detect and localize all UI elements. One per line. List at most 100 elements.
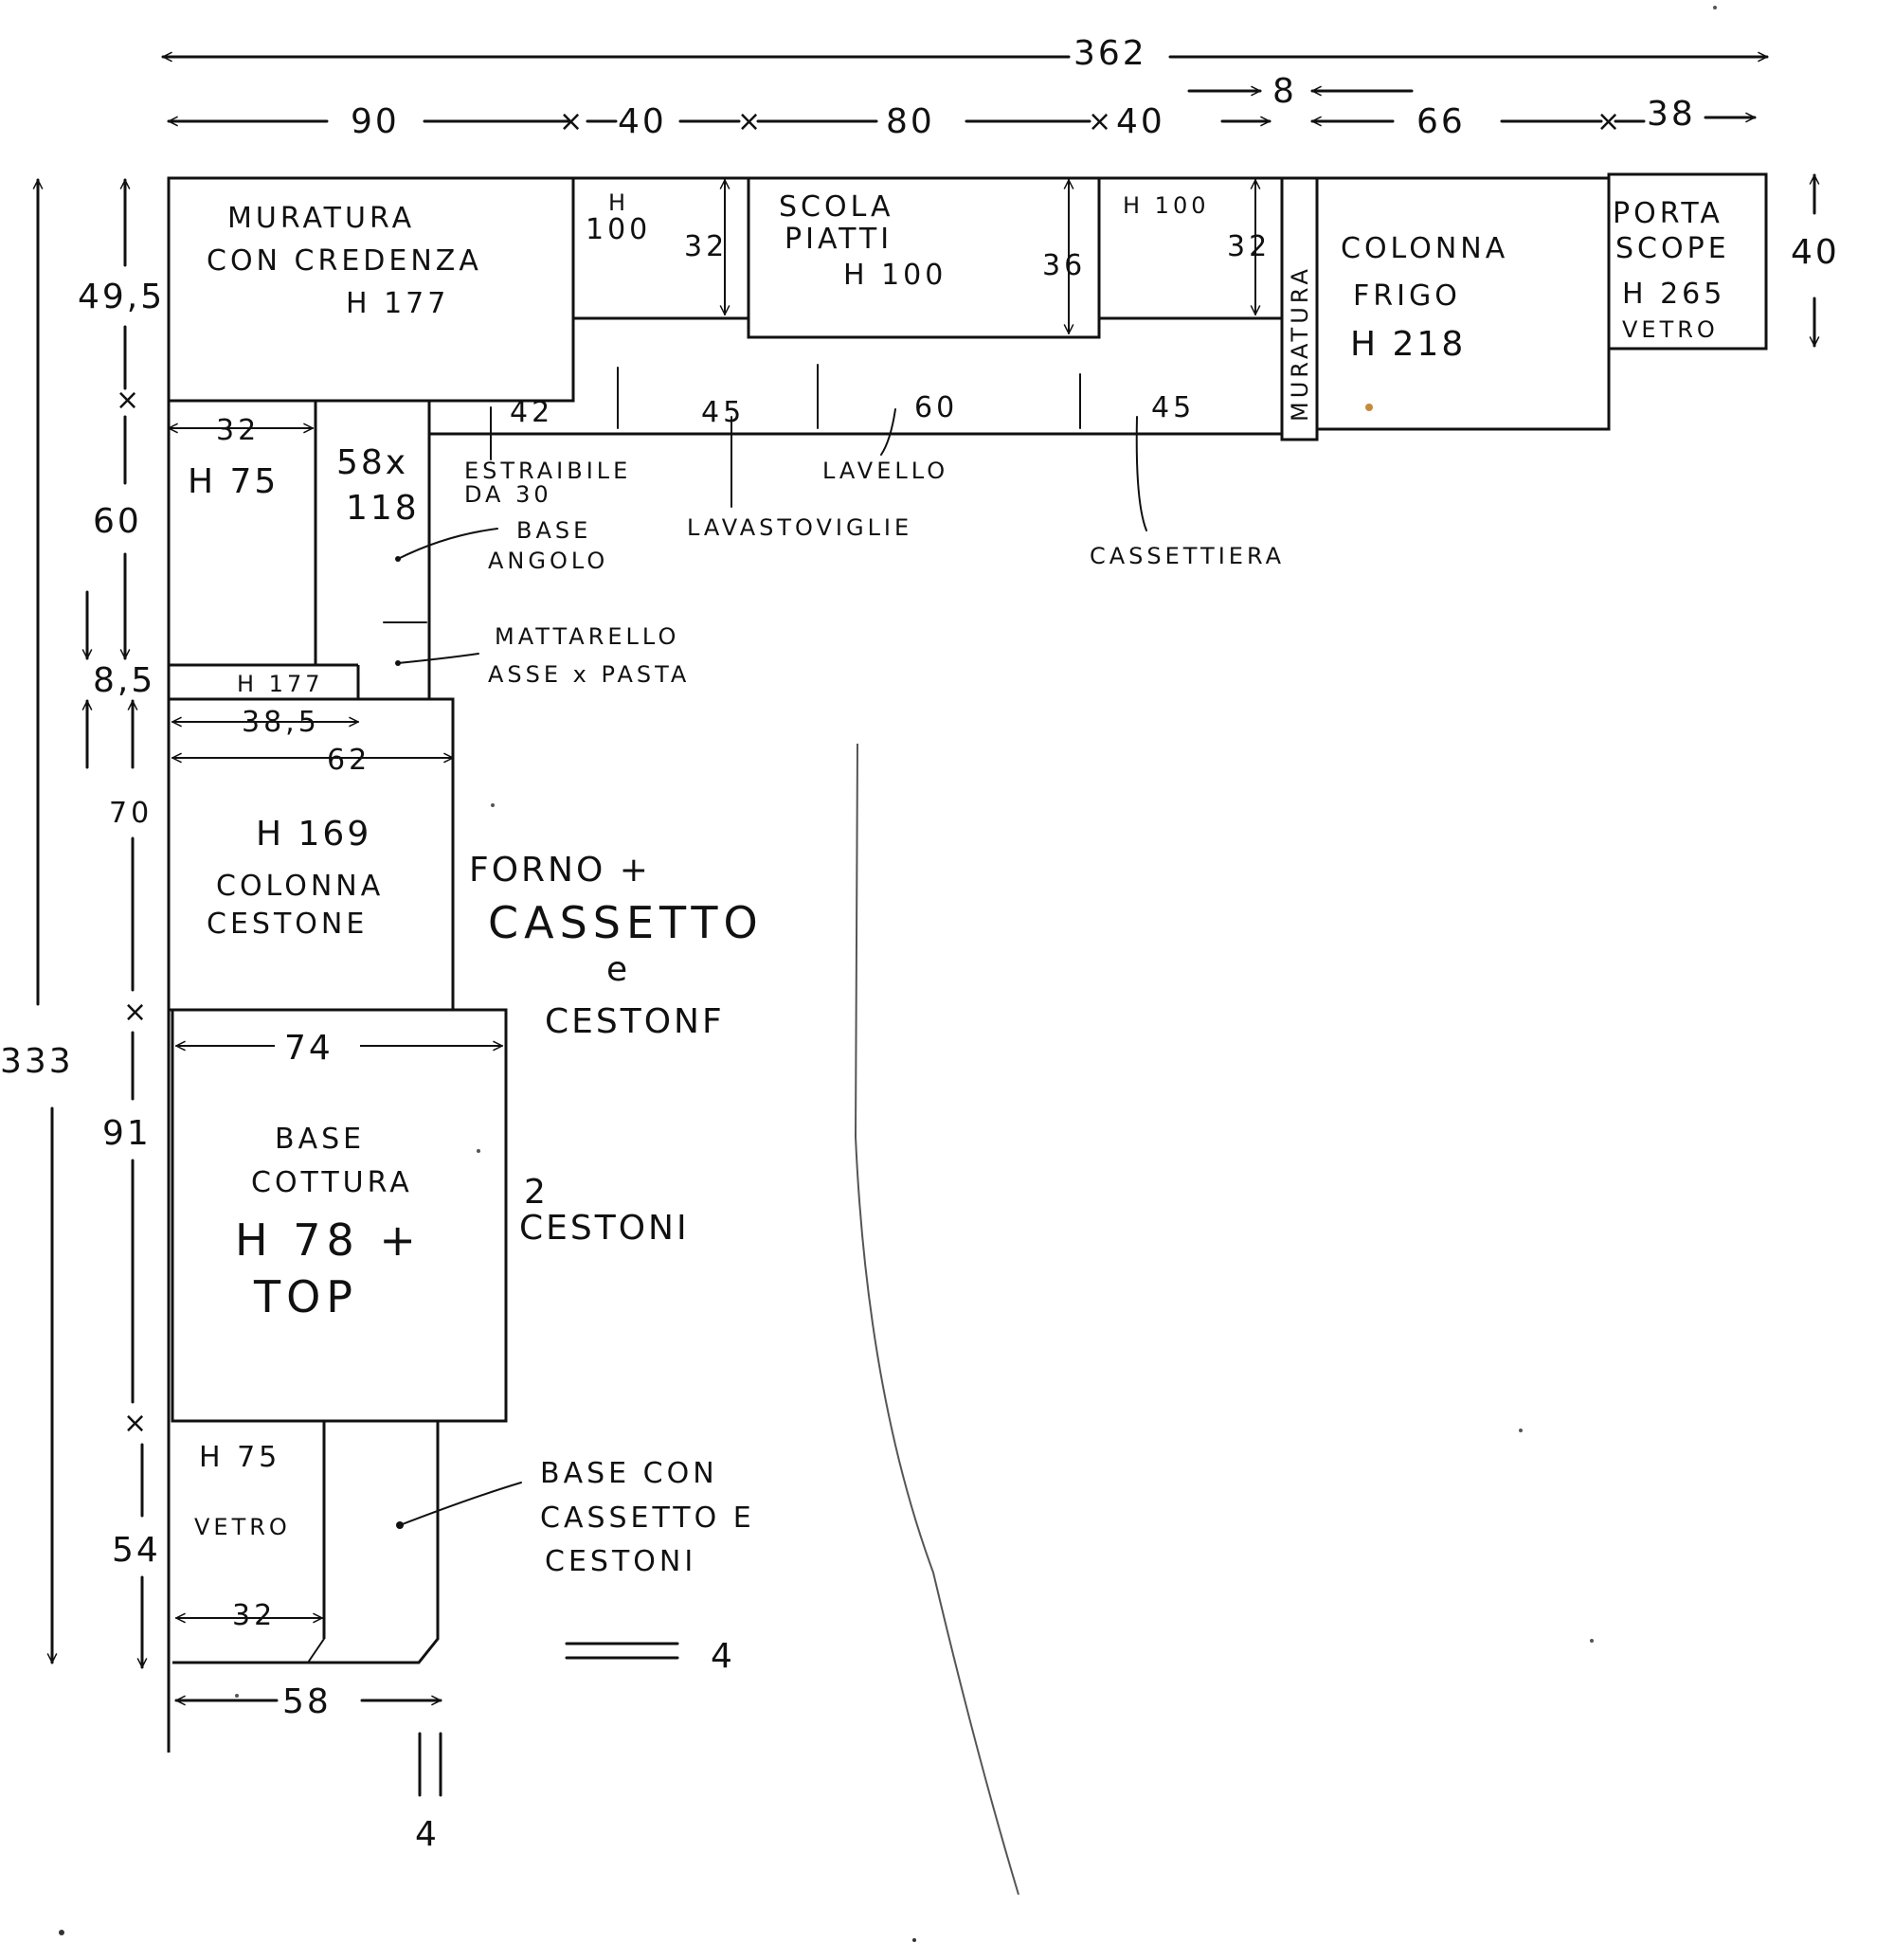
callouts: ESTRAIBILE DA 30 LAVASTOVIGLIE LAVELLO C… bbox=[383, 406, 1285, 1854]
base-w-45a: 45 bbox=[701, 396, 745, 429]
frigo-line2: FRIGO bbox=[1353, 279, 1461, 313]
speckle-3 bbox=[477, 1149, 480, 1153]
scola-depth: 36 bbox=[1042, 249, 1086, 282]
cottura-line1: BASE bbox=[275, 1123, 365, 1156]
base-w-42: 42 bbox=[510, 396, 553, 429]
muratura-vertical-label: MURATURA bbox=[1287, 265, 1313, 422]
label-mattarello-1: MATTARELLO bbox=[495, 623, 679, 650]
left-upper-w32: 32 bbox=[216, 414, 260, 447]
left-upper-size2: 118 bbox=[346, 489, 420, 528]
tick-left-2: × bbox=[123, 996, 151, 1029]
speckle-1 bbox=[1365, 404, 1373, 411]
speckle-6 bbox=[235, 1694, 239, 1698]
pensile-a-100: 100 bbox=[586, 213, 651, 246]
unit-base-cottura bbox=[171, 1008, 508, 1423]
pensile-b-depth: 32 bbox=[1227, 230, 1271, 263]
label-estraibile-2: DA 30 bbox=[464, 481, 552, 508]
bottom-notch bbox=[307, 1638, 325, 1663]
left-run: 32 H 75 58x 118 H 177 38,5 62 H 169 COLO… bbox=[167, 399, 508, 1753]
dim-362: 362 bbox=[1073, 34, 1147, 73]
speckle-8 bbox=[912, 1938, 916, 1942]
dim-80: 80 bbox=[886, 102, 935, 141]
scola-line2: PIATTI bbox=[785, 223, 893, 256]
dim-40-depth: 40 bbox=[1791, 233, 1840, 272]
label-forno-1: FORNO + bbox=[469, 851, 651, 890]
cottura-line2: COTTURA bbox=[251, 1166, 413, 1199]
bottom-w32: 32 bbox=[232, 1599, 276, 1632]
label-gap-right: 4 bbox=[711, 1637, 735, 1676]
top-dimensions: 362 90 × 40 × 80 × 40 8 66 × 38 bbox=[161, 34, 1769, 141]
label-estraibile-1: ESTRAIBILE bbox=[464, 458, 631, 484]
paper-fold-line bbox=[854, 743, 1019, 1896]
oven-w62: 62 bbox=[327, 744, 370, 777]
label-base-angolo-1: BASE bbox=[516, 517, 591, 544]
dim-60: 60 bbox=[93, 502, 142, 541]
cottura-w74: 74 bbox=[284, 1029, 334, 1068]
label-cassettiera: CASSETTIERA bbox=[1090, 543, 1285, 569]
label-base-cestoni-3: CESTONI bbox=[545, 1545, 696, 1578]
label-lavastoviglie: LAVASTOVIGLIE bbox=[687, 514, 912, 541]
cottura-line3: H 78 + bbox=[235, 1214, 422, 1266]
speckle-5 bbox=[1590, 1639, 1594, 1643]
tick-left-1: × bbox=[116, 384, 143, 417]
h177-small: H 177 bbox=[237, 671, 323, 697]
oven-line2: COLONNA bbox=[216, 870, 384, 903]
dim-40b: 40 bbox=[1116, 102, 1165, 141]
dim-38: 38 bbox=[1647, 95, 1696, 134]
label-gap-bottom: 4 bbox=[415, 1815, 440, 1854]
label-lavello: LAVELLO bbox=[822, 458, 948, 484]
tick-1: × bbox=[559, 105, 586, 138]
leader-lavello bbox=[880, 408, 896, 456]
scope-line2: SCOPE bbox=[1615, 232, 1730, 265]
cottura-w74-bg bbox=[275, 1025, 360, 1063]
tick-left-3: × bbox=[123, 1407, 151, 1440]
dim-90: 90 bbox=[351, 102, 400, 141]
label-cestoni-1: 2 bbox=[524, 1173, 549, 1212]
dim-49-5: 49,5 bbox=[78, 278, 165, 316]
frigo-line1: COLONNA bbox=[1341, 232, 1508, 265]
speckle-7 bbox=[59, 1930, 64, 1935]
label-forno-3: e bbox=[606, 950, 630, 989]
speckle-9 bbox=[1713, 6, 1717, 9]
scola-line3: H 100 bbox=[843, 259, 947, 292]
right-depth-dimension: 40 bbox=[1791, 173, 1840, 348]
dim-8-5: 8,5 bbox=[93, 661, 155, 700]
dim-54: 54 bbox=[112, 1531, 161, 1570]
left-dimensions: 333 49,5 × 60 8,5 70 × 91 × 54 bbox=[0, 178, 165, 1669]
leader-base-cestoni bbox=[399, 1482, 522, 1526]
pensile-b-label: H 100 bbox=[1123, 192, 1209, 219]
label-mattarello-2: ASSE x PASTA bbox=[488, 661, 690, 688]
left-upper-h75: H 75 bbox=[188, 462, 279, 501]
muratura-line1: MURATURA bbox=[227, 202, 415, 235]
oven-line1: H 169 bbox=[256, 815, 371, 854]
label-forno-4: CESTONF bbox=[545, 1002, 725, 1041]
dot-base-cestoni bbox=[396, 1521, 404, 1529]
scope-line1: PORTA bbox=[1613, 197, 1723, 230]
dim-91: 91 bbox=[102, 1114, 152, 1153]
label-base-angolo-2: ANGOLO bbox=[488, 548, 608, 574]
scola-line1: SCOLA bbox=[779, 190, 894, 224]
speckle-4 bbox=[1519, 1429, 1523, 1432]
unit-porta-scope bbox=[1607, 172, 1768, 351]
dot-base-angolo bbox=[395, 556, 401, 562]
bottom-h75: H 75 bbox=[199, 1441, 280, 1474]
pensile-a-h: H bbox=[608, 189, 629, 216]
muratura-line2: CON CREDENZA bbox=[207, 244, 482, 278]
oven-w38-5: 38,5 bbox=[242, 706, 320, 739]
base-w-45b: 45 bbox=[1151, 391, 1195, 424]
muratura-line3: H 177 bbox=[346, 287, 449, 320]
pensile-a-depth: 32 bbox=[684, 230, 728, 263]
scope-line4: VETRO bbox=[1622, 316, 1719, 343]
paper-speckles bbox=[59, 6, 1717, 1942]
dot-mattarello bbox=[395, 660, 401, 666]
bottom-outline bbox=[172, 1421, 440, 1664]
leader-base-angolo bbox=[397, 528, 498, 560]
dim-66: 66 bbox=[1416, 102, 1466, 141]
dim-70: 70 bbox=[109, 797, 153, 830]
speckle-2 bbox=[491, 803, 495, 807]
top-run: MURATURA CON CREDENZA H 177 H 100 32 SCO… bbox=[167, 172, 1768, 441]
oven-line3: CESTONE bbox=[207, 908, 368, 941]
dim-8: 8 bbox=[1272, 72, 1297, 111]
label-base-cestoni-1: BASE CON bbox=[540, 1457, 718, 1490]
